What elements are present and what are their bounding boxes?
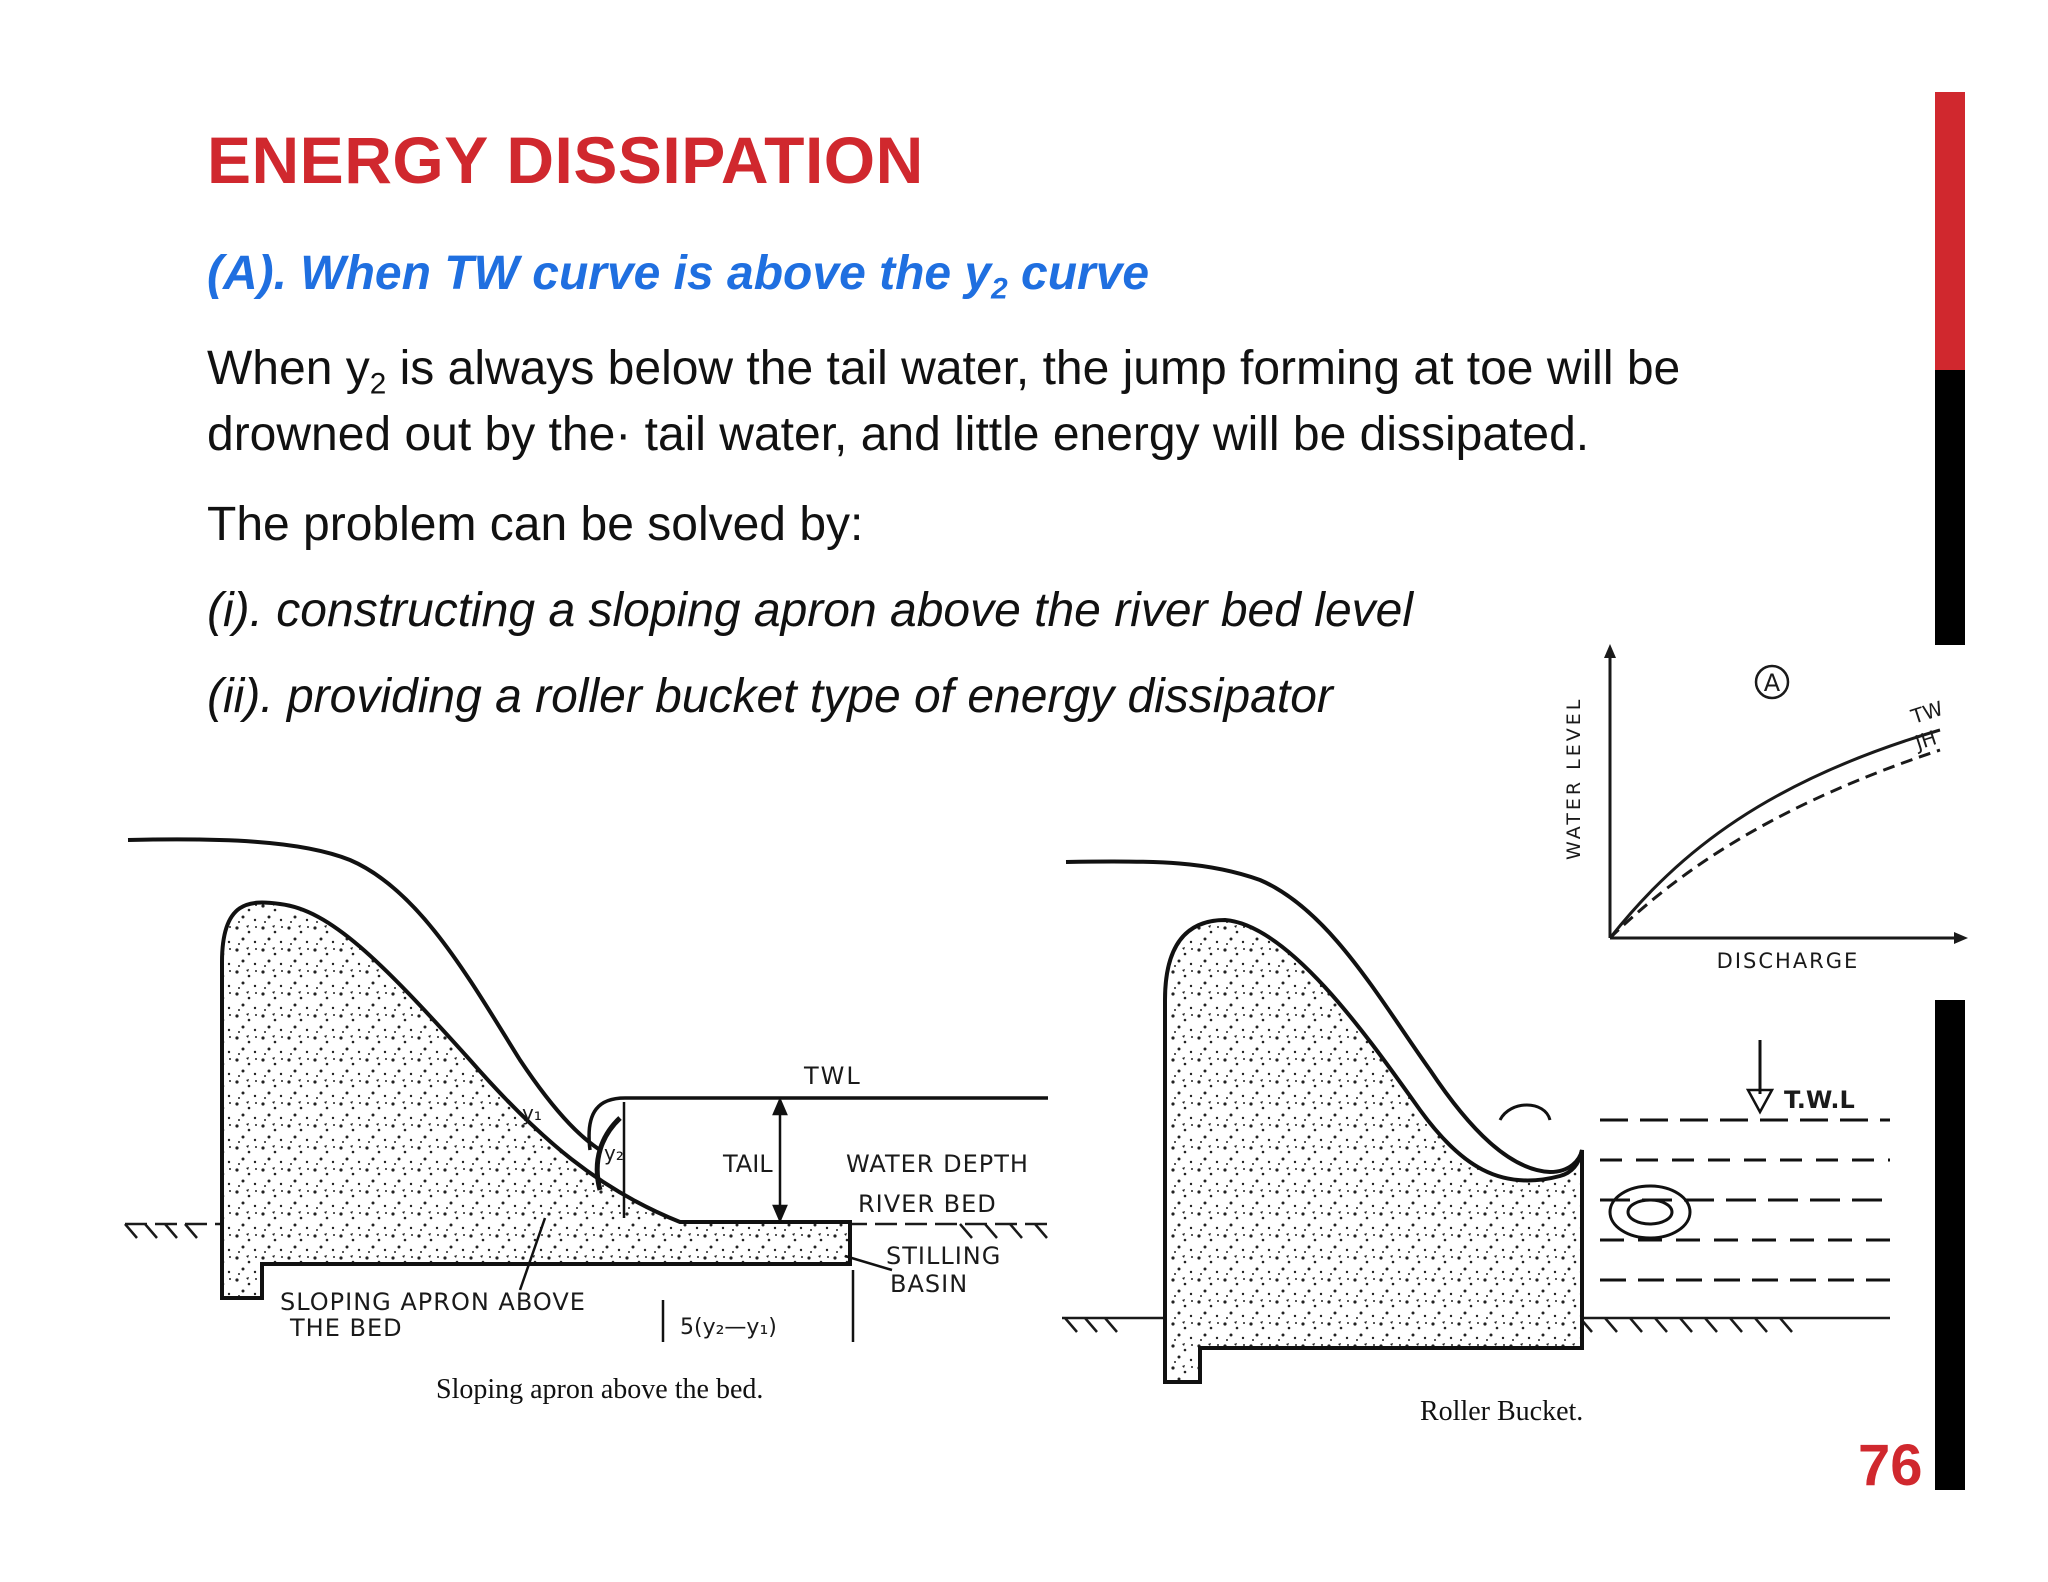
y-axis-label: WATER LEVEL [1563,697,1585,860]
section-subtitle: (A). When TW curve is above the y2 curve [207,246,1150,304]
y1-label: y₁ [522,1101,542,1125]
roller-bucket-caption: Roller Bucket. [1420,1396,1583,1427]
jh-curve [1608,748,1941,940]
tail-water-surface [587,1096,1048,1151]
option-2: (ii). providing a roller bucket type of … [207,670,1333,723]
roller-bucket-diagram: T.W.L Roller Bucket. [1062,859,1890,1427]
body-line1-b: is always below the tail water, the jump… [386,342,1681,395]
body-line1-subscript: 2 [369,367,387,401]
slide-title: ENERGY DISSIPATION [207,123,924,197]
apron-label-line2: THE BED [289,1314,403,1342]
water-level-graph: A WATER LEVEL DISCHARGE TW JH [1563,644,1968,973]
river-bed-label: RIVER BED [858,1190,997,1218]
x-axis-arrow [1954,932,1968,944]
apron-length-label: 5(y₂—y₁) [680,1315,777,1340]
subtitle-suffix: curve [1007,247,1150,300]
tw-curve [1608,728,1941,939]
sloping-apron-diagram: TWL TAIL WATER DEPTH RIVER BED STILLING … [124,837,1055,1405]
subtitle-text: (A). When TW curve is above the y [207,247,992,300]
apron-label-line1: SLOPING APRON ABOVE [280,1288,586,1316]
dam-body [220,900,852,1300]
water-depth-label: WATER DEPTH [846,1150,1029,1178]
roller-twl-label: T.W.L [1784,1086,1855,1114]
roller-nappe [1065,859,1584,1175]
y-axis-arrow [1604,644,1616,658]
stilling-label: STILLING [886,1242,1001,1270]
body-line1-a: When y [207,342,370,395]
body-line2: drowned out by the· tail water, and litt… [207,408,1590,461]
option-1: (i). constructing a sloping apron above … [207,584,1413,637]
basin-label: BASIN [890,1270,968,1298]
accent-bar-red [1935,92,1965,370]
y2-label: y₂ [604,1141,624,1165]
marker-circle [1754,664,1790,700]
graph-marker: A [1764,669,1781,697]
page-number: 76 [1858,1433,1923,1498]
subtitle-subscript: 2 [991,272,1008,306]
x-axis-label: DISCHARGE [1717,949,1860,973]
accent-bar-black-bottom [1935,1000,1965,1490]
body-line3: The problem can be solved by: [207,498,864,551]
sloping-apron-caption: Sloping apron above the bed. [436,1374,763,1405]
twl-label: TWL [803,1062,862,1090]
nappe-upper [127,837,602,1152]
roller-dam-body [1163,917,1584,1384]
tail-label: TAIL [722,1150,773,1178]
body-paragraph: When y2 is always below the tail water, … [207,336,1680,468]
accent-bar-black-top [1935,370,1965,645]
